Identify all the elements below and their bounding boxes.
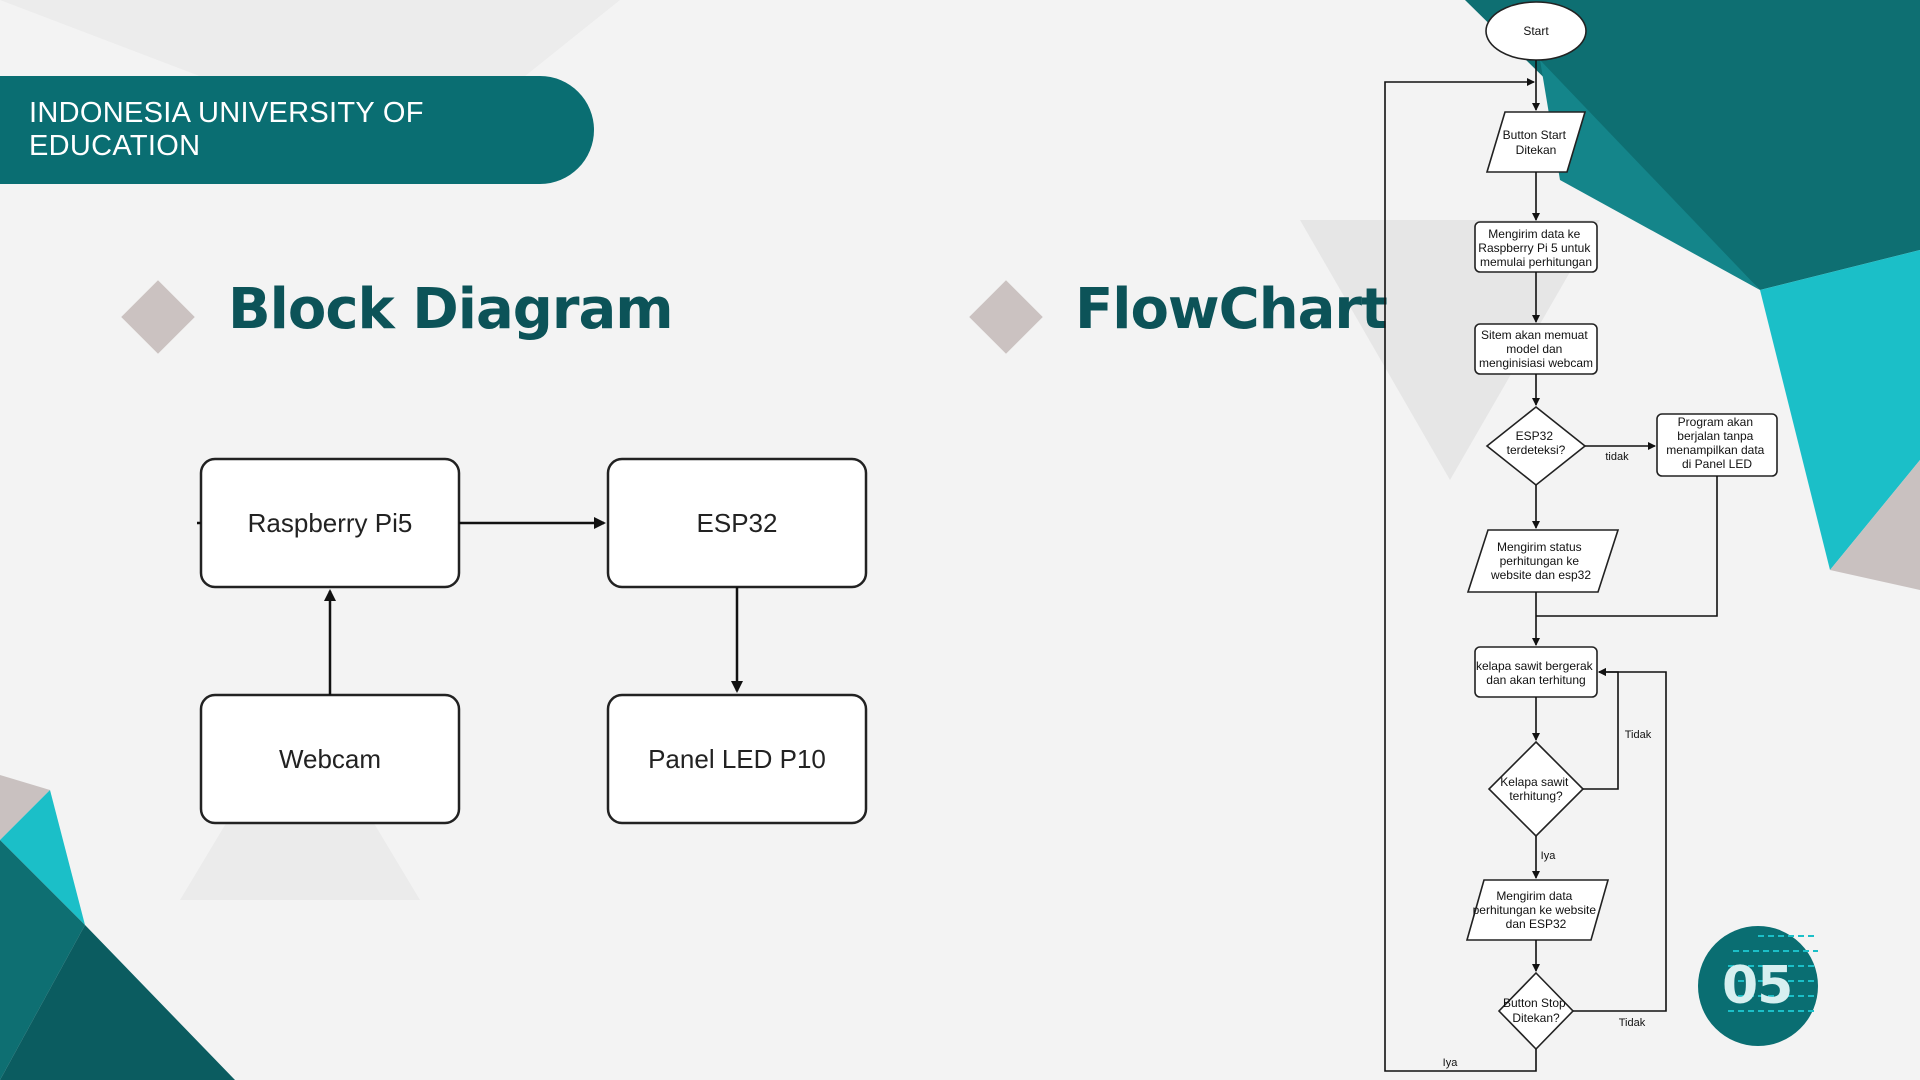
panel-led-box: [606, 693, 868, 825]
page-number-badge: [1698, 926, 1818, 1046]
flow-program-no-led-line4: di Panel LED: [1682, 457, 1752, 471]
flow-send-status-line3: website dan esp32: [1490, 568, 1591, 582]
svg-text:Button Stop Ditekan?: Button Stop Ditekan?: [1503, 996, 1569, 1025]
svg-text:Mengirim status perhitun: Mengirim status perhitungan ke website d…: [1490, 540, 1591, 582]
flow-palm-move-line1: kelapa sawit bergerak: [1476, 659, 1594, 673]
flow-button-stop-line2: Ditekan?: [1512, 1011, 1560, 1025]
svg-text:Mengirim data ke Raspber: Mengirim data ke Raspberry Pi 5 untuk me…: [1478, 227, 1593, 269]
flow-start-label: Start: [1523, 24, 1549, 38]
flow-program-no-led-line2: berjalan tanpa: [1677, 429, 1753, 443]
flow-send-status-line2: perhitungan ke: [1500, 554, 1580, 568]
flow-program-no-led-line1: Program akan: [1678, 415, 1753, 429]
svg-text:Sitem akan memuat model: Sitem akan memuat model dan menginisiasi…: [1479, 328, 1593, 370]
esp32-label: ESP32: [697, 508, 778, 538]
svg-text:Button Start Ditekan: Button Start Ditekan: [1503, 128, 1570, 157]
block-diagram-title: Block Diagram: [228, 277, 674, 342]
svg-text:Mengirim data perhitunga: Mengirim data perhitungan ke website dan…: [1473, 889, 1600, 931]
panel-led-label: Panel LED P10: [648, 744, 826, 774]
flowchart-title: FlowChart: [1075, 277, 1388, 342]
flow-edge-label-tidak-esp: tidak: [1605, 451, 1629, 463]
flow-send-status-line1: Mengirim status: [1497, 540, 1582, 554]
flow-send-count-line2: perhitungan ke website: [1473, 903, 1597, 917]
institution-banner: INDONESIA UNIVERSITY OF EDUCATION: [0, 76, 594, 184]
flow-button-stop-line1: Button Stop: [1503, 996, 1566, 1010]
flow-edge-label-tidak-counted: Tidak: [1625, 729, 1652, 741]
flow-send-count-line3: dan ESP32: [1506, 917, 1567, 931]
flow-palm-move-line2: dan akan terhitung: [1486, 673, 1585, 687]
svg-text:Program akan berjalan ta: Program akan berjalan tanpa menampilkan …: [1666, 415, 1767, 471]
svg-text:Kelapa sawit terhitung?: Kelapa sawit terhitung?: [1500, 775, 1571, 803]
flow-send-count-line1: Mengirim data: [1496, 889, 1572, 903]
flow-button-start-line2: Ditekan: [1516, 143, 1557, 157]
webcam-label: Webcam: [279, 744, 381, 774]
svg-text:kelapa sawit bergerak da: kelapa sawit bergerak dan akan terhitung: [1476, 659, 1596, 687]
flow-send-count-io: [1465, 879, 1610, 941]
flow-send-rpi-line2: Raspberry Pi 5 untuk: [1478, 241, 1591, 255]
flow-edge-label-iya-stop: Iya: [1443, 1057, 1459, 1069]
flow-palm-counted-line2: terhitung?: [1509, 789, 1563, 803]
svg-text:ESP32 terdeteksi?: ESP32 terdeteksi?: [1507, 429, 1566, 457]
flow-button-start-line1: Button Start: [1503, 128, 1567, 142]
institution-name: INDONESIA UNIVERSITY OF EDUCATION: [29, 97, 424, 162]
flow-edge-label-tidak-stop: Tidak: [1619, 1017, 1646, 1029]
flow-load-model-line3: menginisiasi webcam: [1479, 356, 1593, 370]
raspberry-pi-label: Raspberry Pi5: [248, 508, 413, 538]
flow-program-no-led-line3: menampilkan data: [1666, 443, 1764, 457]
flow-send-status-io: [1466, 529, 1620, 593]
flow-esp-detected-line2: terdeteksi?: [1507, 443, 1566, 457]
page-number: 05: [1722, 956, 1793, 1016]
flow-esp-detected-line1: ESP32: [1516, 429, 1554, 443]
flow-load-model-line2: model dan: [1506, 342, 1562, 356]
flow-load-model-line1: Sitem akan memuat: [1481, 328, 1588, 342]
flow-palm-counted-line1: Kelapa sawit: [1500, 775, 1569, 789]
flow-send-rpi-line3: memulai perhitungan: [1480, 255, 1592, 269]
flow-send-rpi-line1: Mengirim data ke: [1488, 227, 1580, 241]
flow-edge-label-iya-counted: Iya: [1541, 850, 1557, 862]
flow-button-start-io: [1485, 111, 1587, 173]
